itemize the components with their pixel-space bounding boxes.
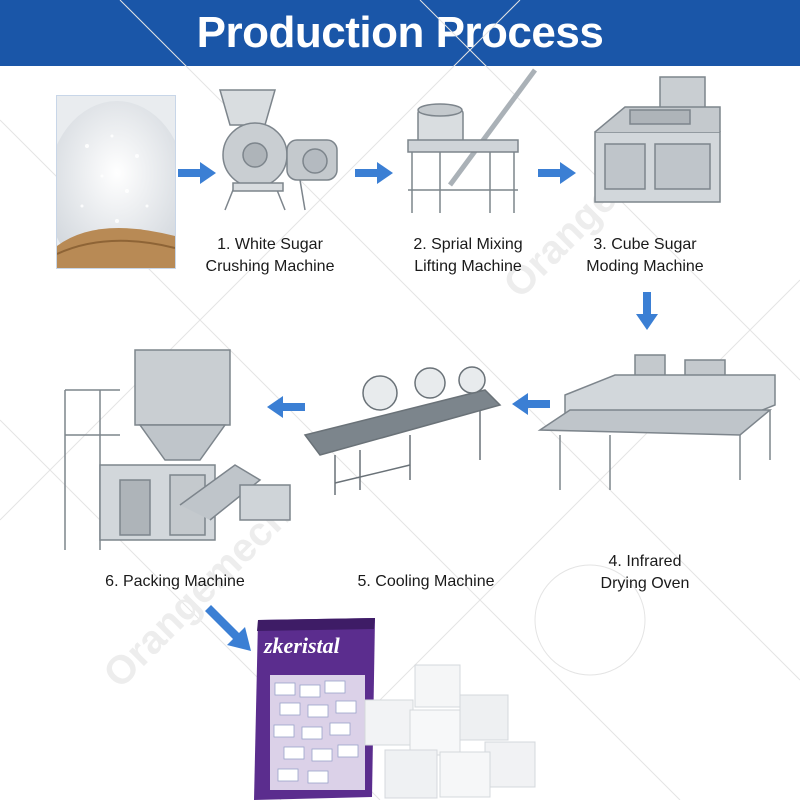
spiral-mixing-lifting-machine (407, 68, 538, 213)
arrow-right-icon (178, 162, 216, 184)
sugar-crushing-machine (219, 89, 338, 211)
white-sugar-photo (56, 95, 176, 269)
arrow-right-icon (538, 162, 576, 184)
arrow-down-right-icon (205, 605, 251, 651)
bag-brand: zkeristal (263, 633, 341, 658)
arrow-right-icon (355, 162, 393, 184)
header-banner: Production Process (0, 0, 800, 66)
arrow-left-icon (512, 393, 550, 415)
cooling-machine (303, 366, 502, 495)
arrow-left-icon (267, 396, 305, 418)
packing-machine (64, 349, 291, 550)
arrow-down-icon (636, 292, 658, 330)
step-6-caption: 6. Packing Machine (105, 573, 245, 590)
step-5-caption: 5. Cooling Machine (357, 573, 495, 590)
page-title: Production Process (196, 8, 604, 57)
infrared-drying-oven (537, 354, 776, 490)
cube-sugar-molding-machine (594, 76, 721, 203)
sugar-cube-bag: zkeristal (254, 618, 375, 800)
sugar-cubes (364, 664, 536, 799)
